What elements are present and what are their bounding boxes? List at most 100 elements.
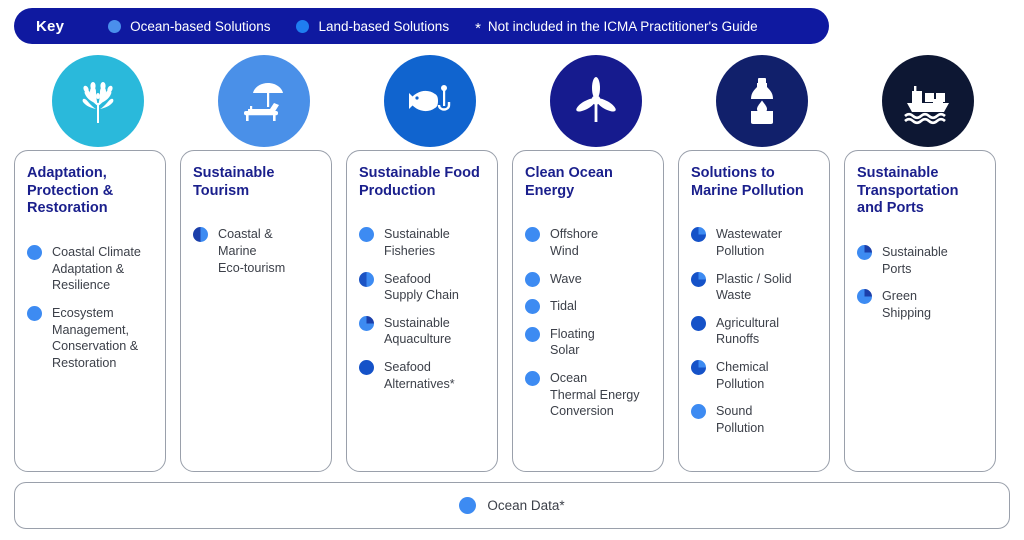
key-entry-land-based: Land-based Solutions: [296, 19, 449, 34]
solution-label: Sustainable Ports: [882, 245, 948, 276]
list-item[interactable]: Plastic / Solid Waste: [691, 271, 817, 304]
ocean-data-bar[interactable]: Ocean Data*: [14, 482, 1010, 529]
solution-label: Wave: [550, 271, 582, 286]
solution-dot: [359, 315, 374, 331]
icon-wrap-tourism: [180, 55, 347, 147]
list-item[interactable]: Chemical Pollution: [691, 359, 817, 392]
card-solutions-to-marine-pollution[interactable]: Solutions to Marine Pollution Wastewater…: [678, 150, 830, 472]
solution-label: Coastal & Marine Eco-tourism: [218, 227, 286, 275]
solution-dot: [691, 271, 706, 287]
solution-label: Green Shipping: [882, 289, 932, 320]
card-sustainable-food-production[interactable]: Sustainable Food Production Sustainable …: [346, 150, 498, 472]
icon-circle-pollution: [715, 55, 808, 147]
ocean-data-label: Ocean Data*: [487, 498, 565, 513]
solution-dot: [857, 245, 872, 261]
list-item[interactable]: Sustainable Ports: [857, 244, 983, 277]
list-item[interactable]: Tidal: [525, 298, 651, 315]
card-title: Sustainable Transportation and Ports: [857, 165, 959, 217]
cargo-ship-icon: [903, 86, 949, 125]
solution-list: Sustainable Ports Green Shipping: [857, 244, 983, 321]
solution-dot: [691, 404, 706, 420]
list-item[interactable]: Sustainable Fisheries: [359, 226, 485, 259]
solution-list: Offshore Wind Wave Tidal Floating Solar …: [525, 226, 651, 419]
solution-label: Floating Solar: [550, 326, 595, 358]
card-title: Sustainable Food Production: [359, 165, 480, 199]
solution-list: Sustainable Fisheries Seafood Supply Cha…: [359, 226, 485, 392]
card-clean-ocean-energy[interactable]: Clean Ocean Energy Offshore Wind Wave Ti…: [512, 150, 664, 472]
solution-label: Seafood Supply Chain: [384, 271, 459, 303]
list-item[interactable]: Wave: [525, 271, 651, 288]
solution-dot: [691, 315, 706, 331]
list-item[interactable]: Offshore Wind: [525, 226, 651, 259]
ocean-data-dot: [459, 497, 477, 514]
land-based-dot: [296, 19, 310, 33]
card-title: Adaptation, Protection & Restoration: [27, 165, 114, 217]
card-sustainable-tourism[interactable]: Sustainable Tourism Coastal & Marine Eco…: [180, 150, 332, 472]
solution-list: Coastal Climate Adaptation & Resilience …: [27, 244, 153, 371]
solution-label: Sound Pollution: [716, 404, 765, 435]
solution-dot: [691, 227, 706, 243]
list-item[interactable]: Seafood Supply Chain: [359, 271, 485, 304]
solution-dot: [27, 245, 42, 261]
category-icon-row: [14, 55, 1010, 149]
icon-circle-transport: [881, 55, 974, 147]
fish-hook-icon: [408, 85, 450, 112]
key-entry-label: Land-based Solutions: [318, 18, 450, 34]
solution-label: Seafood Alternatives*: [384, 360, 455, 391]
plastic-bottle-icon: [750, 78, 773, 124]
key-entry-ocean-based: Ocean-based Solutions: [108, 19, 270, 34]
wind-turbine-icon: [575, 77, 616, 122]
solution-list: Wastewater Pollution Plastic / Solid Was…: [691, 226, 817, 436]
solution-label: Sustainable Fisheries: [384, 227, 450, 258]
solution-dot: [359, 271, 374, 287]
icon-wrap-pollution: [678, 55, 845, 147]
list-item[interactable]: Floating Solar: [525, 326, 651, 359]
solution-dot: [27, 305, 42, 321]
card-title: Solutions to Marine Pollution: [691, 165, 804, 199]
solution-dot: [525, 299, 540, 315]
icon-wrap-energy: [512, 55, 679, 147]
list-item[interactable]: Agricultural Runoffs: [691, 315, 817, 348]
card-adaptation-protection-restoration[interactable]: Adaptation, Protection & Restoration Coa…: [14, 150, 166, 472]
solution-dot: [359, 360, 374, 376]
key-label: Key: [36, 17, 65, 35]
list-item[interactable]: Sound Pollution: [691, 403, 817, 436]
card-sustainable-transportation-and-ports[interactable]: Sustainable Transportation and Ports Sus…: [844, 150, 996, 472]
icon-wrap-transport: [844, 55, 1011, 147]
ocean-based-dot: [108, 19, 122, 33]
icon-circle-adaptation: [51, 55, 144, 147]
list-item[interactable]: Wastewater Pollution: [691, 226, 817, 259]
list-item[interactable]: Ocean Thermal Energy Conversion: [525, 370, 651, 420]
list-item[interactable]: Sustainable Aquaculture: [359, 315, 485, 348]
icon-circle-food: [383, 55, 476, 147]
solution-label: Offshore Wind: [550, 227, 599, 258]
key-footnote-label: Not included in the ICMA Practitioner's …: [487, 18, 758, 34]
solution-label: Agricultural Runoffs: [716, 315, 779, 347]
solution-label: Sustainable Aquaculture: [384, 315, 452, 347]
solution-dot: [525, 326, 540, 342]
icon-wrap-food: [346, 55, 513, 147]
solution-label: Coastal Climate Adaptation & Resilience: [52, 245, 141, 293]
solution-label: Tidal: [550, 299, 577, 314]
coral-icon: [82, 82, 113, 123]
solution-dot: [525, 227, 540, 243]
card-title: Clean Ocean Energy: [525, 165, 613, 199]
solution-dot: [193, 227, 208, 243]
list-item[interactable]: Coastal Climate Adaptation & Resilience: [27, 244, 153, 294]
key-footnote: * Not included in the ICMA Practitioner'…: [475, 18, 758, 36]
category-card-row: Adaptation, Protection & Restoration Coa…: [14, 150, 1010, 472]
solution-list: Coastal & Marine Eco-tourism: [193, 226, 319, 276]
list-item[interactable]: Coastal & Marine Eco-tourism: [193, 226, 319, 276]
list-item[interactable]: Green Shipping: [857, 288, 983, 321]
solution-label: Ocean Thermal Energy Conversion: [550, 371, 640, 419]
key-legend-bar: Key Ocean-based Solutions Land-based Sol…: [14, 8, 829, 44]
solution-dot: [691, 360, 706, 376]
solution-label: Wastewater Pollution: [716, 227, 783, 258]
list-item[interactable]: Ecosystem Management, Conservation & Res…: [27, 305, 153, 371]
list-item[interactable]: Seafood Alternatives*: [359, 359, 485, 392]
key-entry-label: Ocean-based Solutions: [130, 18, 271, 34]
solution-label: Plastic / Solid Waste: [716, 271, 792, 303]
icon-wrap-adaptation: [14, 55, 181, 147]
solution-label: Ecosystem Management, Conservation & Res…: [52, 305, 139, 370]
icon-circle-tourism: [217, 55, 310, 147]
